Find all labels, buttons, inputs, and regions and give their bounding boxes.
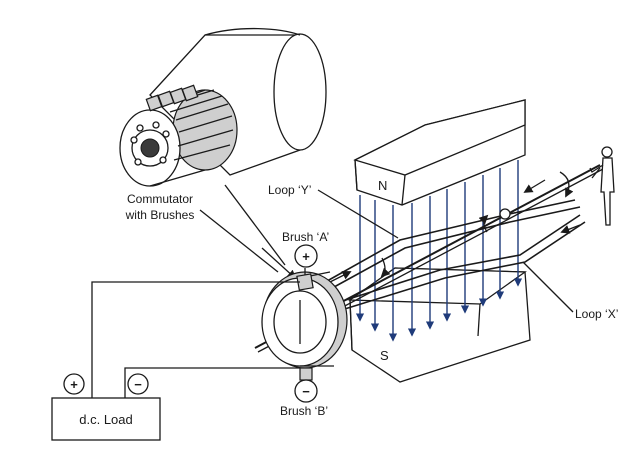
inset-zoom-line (224, 184, 286, 266)
inset-brushes (145, 84, 199, 112)
north-pole: N (353, 99, 526, 206)
person-turning-crank (589, 146, 615, 226)
south-pole-label: S (380, 348, 389, 363)
svg-text:+: + (302, 249, 310, 264)
north-pole-label: N (378, 178, 387, 193)
brush-b-label: Brush ‘B’ (280, 404, 328, 418)
brush-a-label: Brush ‘A’ (282, 230, 329, 244)
commutator-label-line2: with Brushes (125, 208, 195, 222)
commutator-label-line1: Commutator (127, 192, 193, 206)
south-pole: S (348, 267, 531, 383)
load-plus-terminal: + (63, 373, 85, 395)
loop-y-leader-line (317, 189, 399, 239)
dc-load-label: d.c. Load (79, 412, 133, 427)
load-minus-terminal: − (127, 373, 149, 395)
commutator-inset (119, 27, 327, 187)
rotation-arrow (559, 171, 574, 198)
external-circuit (91, 281, 300, 398)
inset-zoom-line (199, 209, 279, 273)
commutator-ring (261, 271, 348, 369)
inset-pointer-arrow (261, 247, 297, 280)
loop-x-label: Loop ‘X’ (575, 307, 618, 321)
svg-text:−: − (302, 384, 310, 399)
brush-a-plus-terminal: + (294, 244, 318, 268)
brush-b-minus-terminal: − (294, 379, 318, 403)
svg-text:+: + (70, 377, 78, 392)
brush-a (296, 268, 314, 291)
brush-b (299, 367, 313, 381)
svg-text:−: − (134, 377, 142, 392)
loop-y-label: Loop ‘Y’ (268, 183, 311, 197)
loop-x-leader-line (522, 261, 574, 313)
dc-load-box: d.c. Load (51, 397, 161, 441)
